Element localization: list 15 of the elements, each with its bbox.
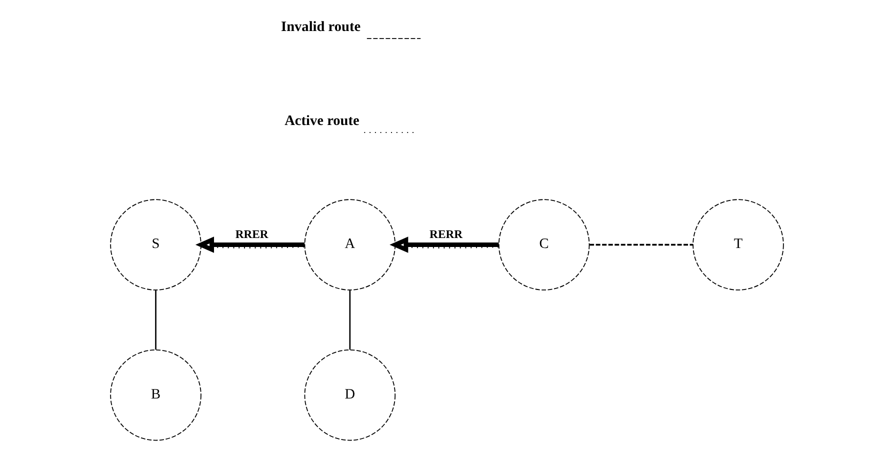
- edge-label: RERR: [430, 228, 463, 241]
- edge-label: RRER: [235, 228, 268, 241]
- node-circle: C: [498, 199, 590, 290]
- arrow: [195, 236, 305, 253]
- arrow: [390, 236, 499, 253]
- node-circle: A: [304, 199, 396, 290]
- connector: [349, 290, 351, 350]
- connector: [590, 244, 693, 246]
- connector: [155, 290, 156, 350]
- legend-label: Active route: [284, 113, 360, 130]
- node-circle: D: [304, 349, 396, 441]
- legend-label: Invalid route: [281, 19, 361, 36]
- node-circle: S: [110, 199, 202, 290]
- node-circle: B: [110, 349, 202, 441]
- node-circle: T: [692, 199, 784, 290]
